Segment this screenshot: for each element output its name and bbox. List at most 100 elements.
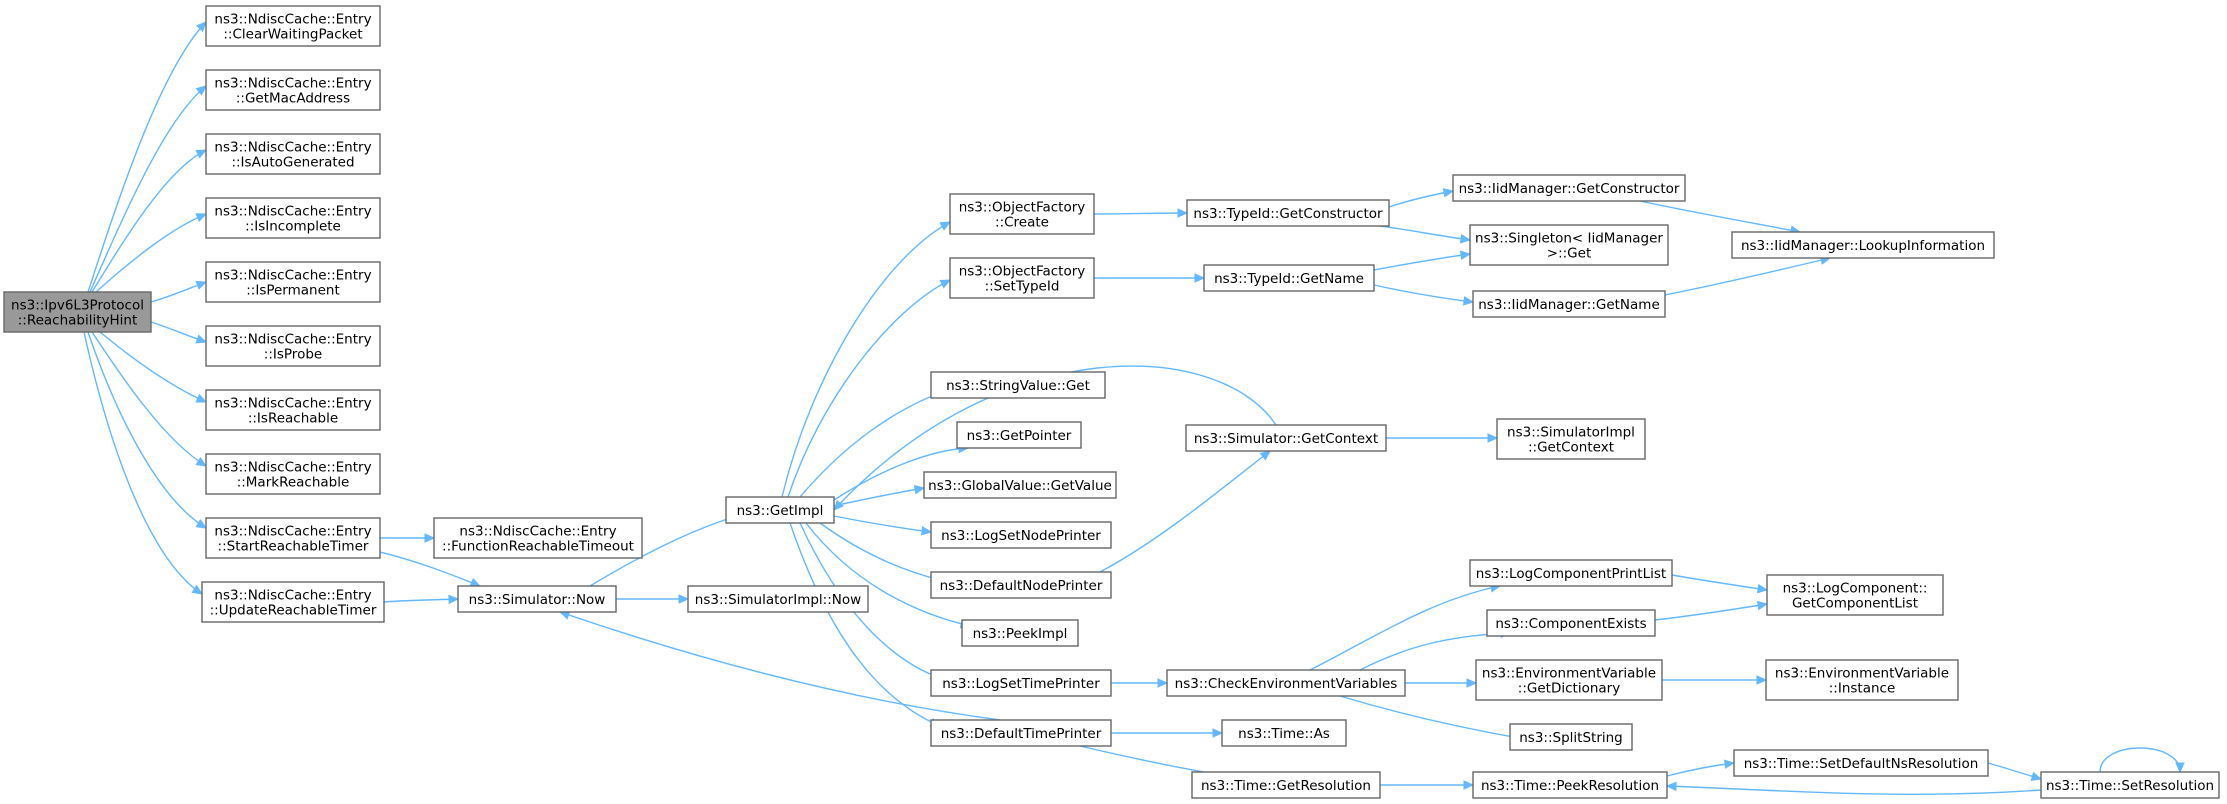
edge-line <box>1666 785 2042 796</box>
node-tidgetctor[interactable]: ns3::TypeId::GetConstructor <box>1186 199 1390 227</box>
node-label: ns3::ObjectFactory <box>959 200 1086 216</box>
node-timepeekres[interactable]: ns3::Time::PeekResolution <box>1472 771 1668 799</box>
node-simnow[interactable]: ns3::Simulator::Now <box>457 585 617 613</box>
node-timesetdefns[interactable]: ns3::Time::SetDefaultNsResolution <box>1733 749 1989 777</box>
node-label: ns3::StringValue::Get <box>946 378 1090 394</box>
node-box <box>3 291 152 333</box>
edge-getimpl-to-logsetnode <box>833 515 933 536</box>
node-box <box>930 669 1112 697</box>
node-gma[interactable]: ns3::NdiscCache::Entry::GetMacAddress <box>205 69 381 111</box>
edge-line <box>805 522 971 627</box>
edge-logsettime-to-checkenv <box>1110 678 1169 688</box>
node-box <box>1509 723 1633 751</box>
node-logcompgetlist[interactable]: ns3::LogComponent::GetComponentList <box>1766 574 1944 616</box>
node-iidgetname[interactable]: ns3::IidManager::GetName <box>1472 290 1666 318</box>
edge-root-to-ireach <box>99 331 208 403</box>
edge-line <box>1309 585 1501 671</box>
node-box <box>433 517 643 559</box>
node-ofcreate[interactable]: ns3::ObjectFactory::Create <box>949 193 1095 235</box>
node-logsettime[interactable]: ns3::LogSetTimePrinter <box>930 669 1112 697</box>
node-box <box>1731 231 1995 259</box>
node-box <box>1733 749 1989 777</box>
edge-line <box>87 21 207 293</box>
node-peekimpl[interactable]: ns3::PeekImpl <box>961 619 1079 647</box>
node-getptr[interactable]: ns3::GetPointer <box>956 421 1082 449</box>
node-label: ns3::TypeId::GetConstructor <box>1193 206 1383 222</box>
edge-line <box>91 331 207 467</box>
edge-line <box>95 213 207 293</box>
node-box <box>201 581 385 623</box>
node-logsetnode[interactable]: ns3::LogSetNodePrinter <box>930 521 1112 549</box>
node-splitstr[interactable]: ns3::SplitString <box>1509 723 1633 751</box>
node-iidlookup[interactable]: ns3::IidManager::LookupInformation <box>1731 231 1995 259</box>
node-iperm[interactable]: ns3::NdiscCache::Entry::IsPermanent <box>205 261 381 303</box>
edge-line <box>819 522 941 581</box>
node-label: ns3::NdiscCache::Entry <box>214 140 371 156</box>
edge-simgetctx-to-simimplctx <box>1385 433 1499 443</box>
edge-arrowhead <box>1756 583 1769 594</box>
node-root[interactable]: ns3::Ipv6L3Protocol::ReachabilityHint <box>3 291 152 333</box>
node-simgetctx[interactable]: ns3::Simulator::GetContext <box>1185 424 1387 452</box>
node-frt[interactable]: ns3::NdiscCache::Entry::FunctionReachabl… <box>433 517 643 559</box>
edge-arrowhead <box>448 594 460 605</box>
node-iprobe[interactable]: ns3::NdiscCache::Entry::IsProbe <box>205 325 381 367</box>
node-iag[interactable]: ns3::NdiscCache::Entry::IsAutoGenerated <box>205 133 381 175</box>
edge-root-to-gma <box>89 85 207 293</box>
node-box <box>930 719 1112 747</box>
edge-line <box>833 487 925 507</box>
edge-arrowhead <box>1466 678 1478 688</box>
node-gvgetval[interactable]: ns3::GlobalValue::GetValue <box>923 471 1117 499</box>
edge-checkenv-to-envgetdict <box>1404 678 1478 688</box>
node-ireach[interactable]: ns3::NdiscCache::Entry::IsReachable <box>205 389 381 431</box>
node-cwp[interactable]: ns3::NdiscCache::Entry::ClearWaitingPack… <box>205 5 381 47</box>
node-defnode[interactable]: ns3::DefaultNodePrinter <box>930 571 1112 599</box>
node-urt[interactable]: ns3::NdiscCache::Entry::UpdateReachableT… <box>201 581 385 623</box>
edge-checkenv-to-logcompprint <box>1309 583 1502 671</box>
edge-root-to-iperm <box>150 280 208 303</box>
node-iidgetctor[interactable]: ns3::IidManager::GetConstructor <box>1452 174 1686 202</box>
node-label: ::IsIncomplete <box>245 219 341 235</box>
node-simimplnow[interactable]: ns3::SimulatorImpl::Now <box>687 585 869 613</box>
edge-envgetdict-to-envinst <box>1662 675 1768 685</box>
node-label: >::Get <box>1547 246 1591 262</box>
node-logcompprint[interactable]: ns3::LogComponentPrintList <box>1469 559 1673 587</box>
edge-ofsettid-to-tidgetname <box>1094 273 1206 283</box>
edge-urt-to-simnow <box>383 594 460 605</box>
node-label: ::ClearWaitingPacket <box>223 27 362 43</box>
node-deftime[interactable]: ns3::DefaultTimePrinter <box>930 719 1112 747</box>
node-timesetres[interactable]: ns3::Time::SetResolution <box>2040 771 2220 799</box>
node-simimplctx[interactable]: ns3::SimulatorImpl::GetContext <box>1496 418 1646 460</box>
edge-simgetctx-to-getimpl <box>833 365 1277 511</box>
node-tidgetname[interactable]: ns3::TypeId::GetName <box>1203 264 1375 292</box>
edge-line <box>379 551 481 587</box>
edge-arrowhead <box>913 484 926 495</box>
edge-line <box>99 331 207 403</box>
node-compexists[interactable]: ns3::ComponentExists <box>1486 609 1656 637</box>
node-timeas[interactable]: ns3::Time::As <box>1221 719 1347 747</box>
node-envinst[interactable]: ns3::EnvironmentVariable::Instance <box>1765 659 1959 701</box>
node-ofsettid[interactable]: ns3::ObjectFactory::SetTypeId <box>949 257 1095 299</box>
edge-timesetres-to-timesetres <box>2099 747 2185 774</box>
edge-arrowhead <box>678 594 690 604</box>
node-label: ns3::EnvironmentVariable <box>1775 666 1949 682</box>
edge-line <box>2099 747 2181 773</box>
node-singleton[interactable]: ns3::Singleton< IidManager>::Get <box>1469 224 1669 266</box>
node-label: ::GetContext <box>1528 440 1614 456</box>
node-timegetres[interactable]: ns3::Time::GetResolution <box>1191 771 1381 799</box>
node-box <box>1469 224 1669 266</box>
edge-line <box>787 279 951 498</box>
node-srt[interactable]: ns3::NdiscCache::Entry::StartReachableTi… <box>205 517 381 559</box>
node-label: ns3::Ipv6L3Protocol <box>11 298 144 314</box>
edge-line <box>1654 603 1768 621</box>
node-box <box>930 371 1106 399</box>
node-mreach[interactable]: ns3::NdiscCache::Entry::MarkReachable <box>205 453 381 495</box>
edge-line <box>833 365 1277 511</box>
node-envgetdict[interactable]: ns3::EnvironmentVariable::GetDictionary <box>1475 659 1663 701</box>
node-iinc[interactable]: ns3::NdiscCache::Entry::IsIncomplete <box>205 197 381 239</box>
call-graph-nodes: ns3::Ipv6L3Protocol::ReachabilityHintns3… <box>3 5 2220 799</box>
node-getimpl[interactable]: ns3::GetImpl <box>725 496 835 524</box>
node-checkenv[interactable]: ns3::CheckEnvironmentVariables <box>1166 669 1406 697</box>
node-box <box>687 585 869 613</box>
node-svget[interactable]: ns3::StringValue::Get <box>930 371 1106 399</box>
